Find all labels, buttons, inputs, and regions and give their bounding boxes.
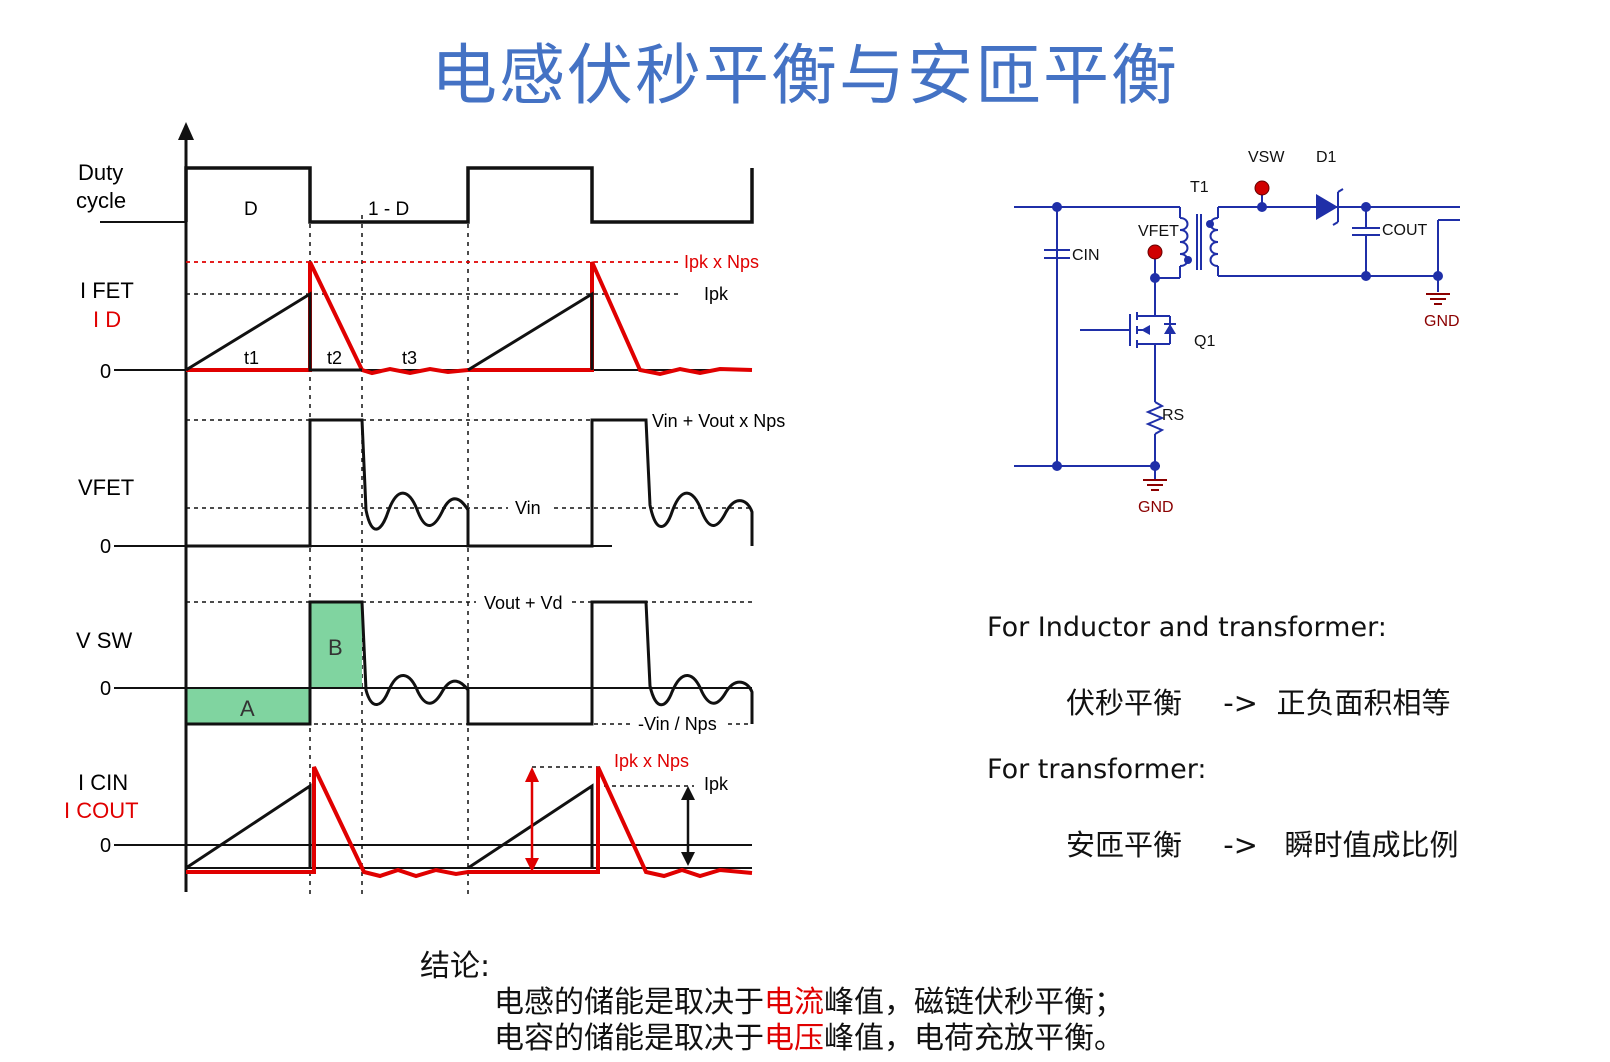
vsw-top-label: Vout + Vd [484,593,563,613]
rule-amp-turn: 安匝平衡 -> 瞬时值成比例 [1066,822,1458,864]
area-b [310,602,362,688]
flyback-schematic: VSW D1 T1 VFET CIN COUT GND Q1 RS GND [1014,149,1460,516]
ifet-ipk-label: Ipk [704,284,729,304]
conclusion-line-2-highlight: 电压 [764,1021,824,1056]
red-arrow-down-icon [525,858,539,872]
ifet-label: I FET [80,278,134,303]
conclusion-line-1-highlight: 电流 [764,985,824,1020]
schem-gnd-bottom-label: GND [1138,499,1174,516]
vsw-label: V SW [76,628,132,653]
winding-dot-secondary [1206,220,1214,228]
vfet-waveform [184,418,754,548]
conclusion-line-2-a: 电容的储能是取决于 [494,1021,764,1056]
schem-q1-label: Q1 [1194,333,1215,350]
conclusion-line-1: 电感的储能是取决于电流峰值，磁链伏秒平衡； [494,986,1124,1020]
vfet-zero: 0 [100,536,111,558]
id-label: I D [93,307,121,332]
rule1-right: 正负面积相等 [1276,686,1451,720]
ifet-waveform [185,291,362,372]
ifet-zero: 0 [100,361,111,383]
rule2-arrow: -> [1223,828,1258,862]
icin-ipk-nps-label: Ipk x Nps [614,751,689,771]
body-diode-icon [1164,324,1176,334]
winding-dot-primary [1184,256,1192,264]
inductor-heading: For Inductor and transformer: [987,612,1387,643]
icin-zero: 0 [100,835,111,857]
area-b-label: B [328,635,343,660]
vsw-probe [1254,180,1270,196]
schem-cin-label: CIN [1072,247,1100,264]
conclusion-heading: 结论: [420,949,491,984]
mosfet-arrow-icon [1141,325,1150,335]
duty-label-1: Duty [78,160,123,185]
black-arrow-down-icon [681,852,695,866]
rule-volt-second: 伏秒平衡 -> 正负面积相等 [1066,680,1450,722]
icin-ipk-label: Ipk [704,774,729,794]
transformer-heading: For transformer: [987,754,1207,785]
id-waveform [186,261,753,377]
schem-vsw-label: VSW [1248,149,1285,166]
schem-gnd-right-label: GND [1424,313,1460,330]
vsw-bottom-label: -Vin / Nps [638,714,717,734]
conclusion-line-2-b: 峰值，电荷充放平衡。 [824,1021,1124,1056]
schem-vfet-label: VFET [1138,223,1179,240]
duty-waveform [184,166,754,224]
vsw-waveform [184,600,754,726]
area-a-label: A [240,696,255,721]
black-arrow-up-icon [681,786,695,800]
ifet-ipk-nps-label: Ipk x Nps [684,252,759,272]
icin-label: I CIN [78,770,128,795]
vfet-vin-label: Vin [515,498,541,518]
rule2-left: 安匝平衡 [1066,828,1183,862]
duty-label-2: cycle [76,188,126,213]
area-a [186,688,310,724]
duty-1-d-label: 1 - D [368,199,409,220]
icout-label: I COUT [64,798,139,823]
schem-d1-label: D1 [1316,149,1337,166]
duty-d-label: D [244,199,258,220]
conclusion-line-1-a: 电感的储能是取决于 [494,985,764,1020]
conclusion-line-2: 电容的储能是取决于电压峰值，电荷充放平衡。 [494,1022,1124,1056]
vsw-zero: 0 [100,678,111,700]
page-title: 电感伏秒平衡与安匝平衡 [431,37,1179,114]
red-arrow-up-icon [525,767,539,782]
vfet-probe [1147,244,1163,260]
t3-label: t3 [402,348,417,368]
waveform-diagram: Duty cycle D 1 - D I FET I D 0 Ipk x Nps… [64,122,785,895]
rule1-arrow: -> [1223,686,1258,720]
diode-d1-icon [1316,194,1338,220]
vfet-label: VFET [78,475,134,500]
ifet-waveform-2 [467,291,594,372]
schem-rs-label: RS [1162,407,1184,424]
rule1-left: 伏秒平衡 [1066,686,1183,720]
vfet-top-label: Vin + Vout x Nps [652,411,785,431]
schem-cout-label: COUT [1382,222,1428,239]
icout-waveform [186,766,753,879]
axis-arrow-icon [178,122,194,140]
t2-label: t2 [327,348,342,368]
icin-waveform [185,783,312,870]
rule2-right: 瞬时值成比例 [1284,828,1459,862]
schem-t1-label: T1 [1190,179,1209,196]
conclusion-line-1-b: 峰值，磁链伏秒平衡； [824,985,1124,1020]
t1-label: t1 [244,348,259,368]
icin-waveform-2 [467,783,594,870]
